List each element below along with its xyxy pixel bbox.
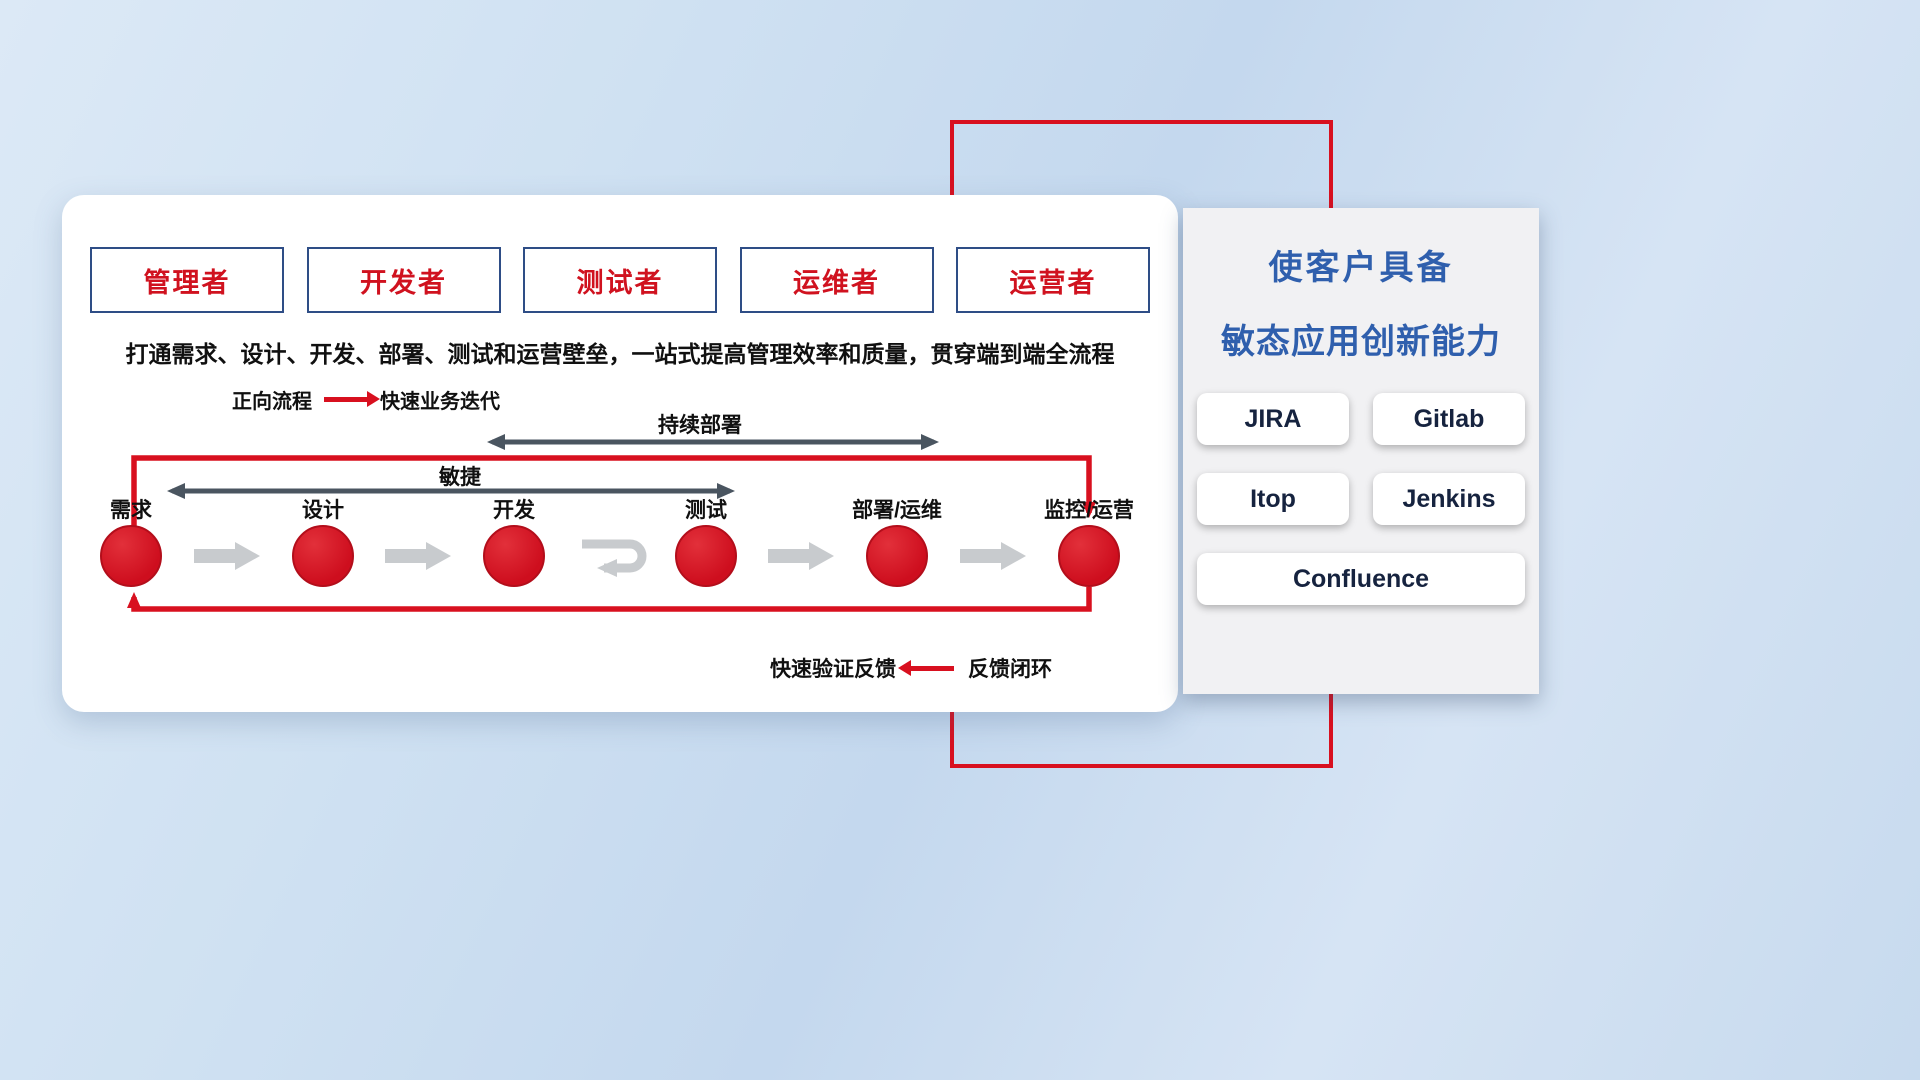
stage-label-test: 测试 xyxy=(685,499,727,522)
legend-feedback-label: 快速验证反馈 xyxy=(770,658,896,681)
role-box-operator: 运营者 xyxy=(956,247,1150,313)
tool-jenkins: Jenkins xyxy=(1373,473,1525,525)
role-label: 开发者 xyxy=(360,267,447,298)
tool-itop: Itop xyxy=(1197,473,1349,525)
tool-confluence: Confluence xyxy=(1197,553,1525,605)
stage-label-deploy-ops: 部署/运维 xyxy=(852,499,942,522)
forward-arrow-icon xyxy=(324,391,380,407)
role-box-manager: 管理者 xyxy=(90,247,284,313)
role-label: 运维者 xyxy=(793,267,880,298)
stage-circle-design xyxy=(292,525,354,587)
legend-feedback-desc: 反馈闭环 xyxy=(968,658,1052,681)
flow-lines xyxy=(127,434,1096,612)
capability-panel: 使客户具备 敏态应用创新能力 JIRA Gitlab Itop Jenkins … xyxy=(1183,208,1539,694)
tool-jira: JIRA xyxy=(1197,393,1349,445)
role-row: 管理者 开发者 测试者 运维者 运营者 xyxy=(90,247,1150,313)
role-label: 管理者 xyxy=(143,267,231,298)
role-box-ops: 运维者 xyxy=(739,247,934,313)
legend-feedback: 快速验证反馈 反馈闭环 xyxy=(770,653,1052,683)
stage-label-monitor-operate: 监控/运营 xyxy=(1044,499,1134,522)
devops-flow-card: 管理者 开发者 测试者 运维者 运营者 打通需求、设计、开发、部署、测试和运营壁… xyxy=(62,195,1178,712)
agile-label: 敏捷 xyxy=(439,466,481,489)
stage-circle-test xyxy=(675,525,737,587)
role-label: 运营者 xyxy=(1009,267,1097,298)
subtitle: 打通需求、设计、开发、部署、测试和运营壁垒，一站式提高管理效率和质量，贯穿端到端… xyxy=(125,341,1115,367)
tool-grid: JIRA Gitlab Itop Jenkins Confluence xyxy=(1197,393,1525,605)
stage-label-design: 设计 xyxy=(302,499,344,522)
legend-forward: 正向流程 快速业务迭代 xyxy=(232,385,500,414)
role-label: 测试者 xyxy=(576,267,664,298)
stage-label-demand: 需求 xyxy=(110,499,152,522)
legend-forward-label: 正向流程 xyxy=(232,391,312,413)
role-box-developer: 开发者 xyxy=(306,247,501,313)
legend-forward-desc: 快速业务迭代 xyxy=(380,391,500,413)
continuous-deploy-label: 持续部署 xyxy=(658,414,742,437)
stage-circle-monitor-operate xyxy=(1058,525,1120,587)
stage-circle-demand xyxy=(100,525,162,587)
tool-gitlab: Gitlab xyxy=(1373,393,1525,445)
role-box-tester: 测试者 xyxy=(523,247,717,313)
stage-circle-develop xyxy=(483,525,545,587)
stage-circle-deploy-ops xyxy=(866,525,928,587)
panel-title-line2: 敏态应用创新能力 xyxy=(1221,323,1501,361)
stage-label-develop: 开发 xyxy=(493,499,535,522)
panel-title-line1: 使客户具备 xyxy=(1268,249,1454,287)
feedback-arrow-icon xyxy=(898,659,954,676)
